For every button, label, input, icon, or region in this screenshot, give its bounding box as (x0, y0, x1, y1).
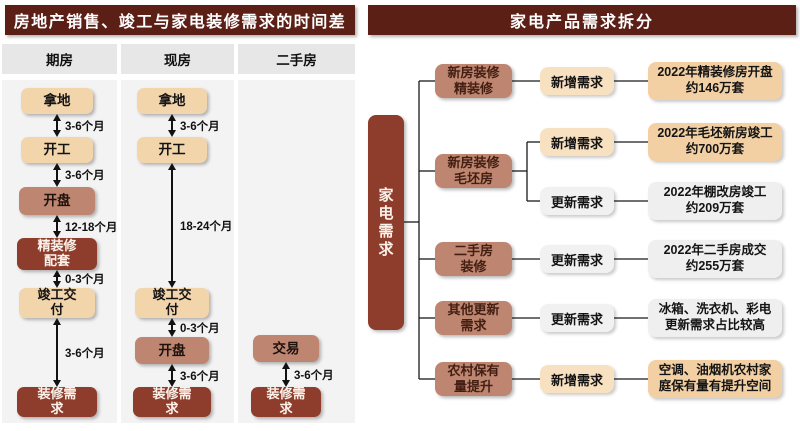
step-box: 开盘 (19, 187, 95, 215)
interval-label: 3-6个月 (65, 347, 105, 360)
arrow-down-icon (168, 130, 176, 137)
arrow-down-icon (168, 380, 176, 387)
step-box: 开盘 (135, 337, 209, 364)
desc-box: 冰箱、洗衣机、彩电 更新需求占比较高 (648, 299, 782, 337)
arrow-down-icon (53, 130, 61, 137)
step-box: 开工 (21, 137, 93, 163)
interval-label: 18-24个月 (180, 220, 233, 233)
arrow-up-icon (53, 215, 61, 222)
category-box: 新房装修 精装修 (435, 64, 512, 98)
arrow-down-icon (282, 380, 290, 387)
step-box: 装修需 求 (133, 386, 211, 417)
root-box: 家 电 需 求 (368, 115, 404, 330)
interval-label: 3-6个月 (294, 369, 334, 382)
desc-box: 2022年精装修房开盘 约146万套 (648, 62, 782, 100)
step-box: 拿地 (137, 88, 207, 114)
step-box: 装修需 求 (17, 386, 97, 417)
column-header-secondhand: 二手房 (238, 44, 355, 74)
arrow-down-icon (168, 330, 176, 337)
step-box: 拿地 (21, 88, 93, 114)
arrow-up-icon (282, 362, 290, 369)
interval-label: 3-6个月 (65, 170, 105, 182)
category-box: 农村保有 量提升 (435, 362, 512, 396)
demand-box: 新增需求 (540, 128, 614, 156)
interval-label: 0-3个月 (65, 274, 105, 286)
interval-label: 12-18个月 (65, 221, 118, 234)
step-box: 精装修 配套 (17, 238, 97, 270)
left-panel-title: 房地产销售、竣工与家电装修需求的时间差 (5, 5, 355, 35)
demand-box: 更新需求 (540, 304, 614, 332)
demand-box: 更新需求 (540, 187, 614, 215)
arrow-up-icon (168, 318, 176, 325)
arrow-down-icon (53, 231, 61, 238)
desc-box: 空调、油烟机农村家 庭保有量有提升空间 (648, 360, 782, 398)
right-panel-title: 家电产品需求拆分 (368, 5, 796, 35)
arrow-up-icon (168, 114, 176, 121)
step-box: 交易 (253, 335, 319, 362)
category-box: 二手房 装修 (435, 242, 512, 276)
arrow-down-icon (168, 281, 176, 288)
demand-box: 新增需求 (540, 365, 614, 393)
interval-label: 3-6个月 (180, 370, 220, 383)
column-panel-secondhand (238, 80, 355, 423)
interval-label: 3-6个月 (65, 120, 105, 133)
demand-box: 更新需求 (540, 245, 614, 273)
category-box: 新房装修 毛坯房 (435, 154, 512, 188)
step-box: 装修需 求 (251, 386, 321, 417)
desc-box: 2022年二手房成交 约255万套 (648, 240, 782, 278)
demand-box: 新增需求 (540, 67, 614, 95)
arrow-up-icon (53, 114, 61, 121)
step-box: 竣工交 付 (19, 287, 95, 318)
column-header-presale: 期房 (2, 44, 117, 74)
arrow-up-icon (53, 318, 61, 325)
arrow-up-icon (168, 163, 176, 170)
category-box: 其他更新 需求 (435, 301, 512, 335)
desc-box: 2022年毛坯新房竣工 约700万套 (648, 123, 782, 161)
step-box: 开工 (137, 137, 207, 163)
step-box: 竣工交 付 (135, 287, 209, 318)
arrow-down-icon (53, 180, 61, 187)
arrow-down-icon (53, 281, 61, 288)
interval-label: 3-6个月 (180, 120, 220, 133)
arrow-up-icon (168, 364, 176, 371)
arrow-up-icon (53, 163, 61, 170)
column-header-completed: 现房 (121, 44, 234, 74)
interval-label: 0-3个月 (180, 322, 220, 335)
arrow-up-icon (53, 270, 61, 277)
arrow-down-icon (53, 380, 61, 387)
desc-box: 2022年棚改房竣工 约209万套 (648, 182, 782, 220)
